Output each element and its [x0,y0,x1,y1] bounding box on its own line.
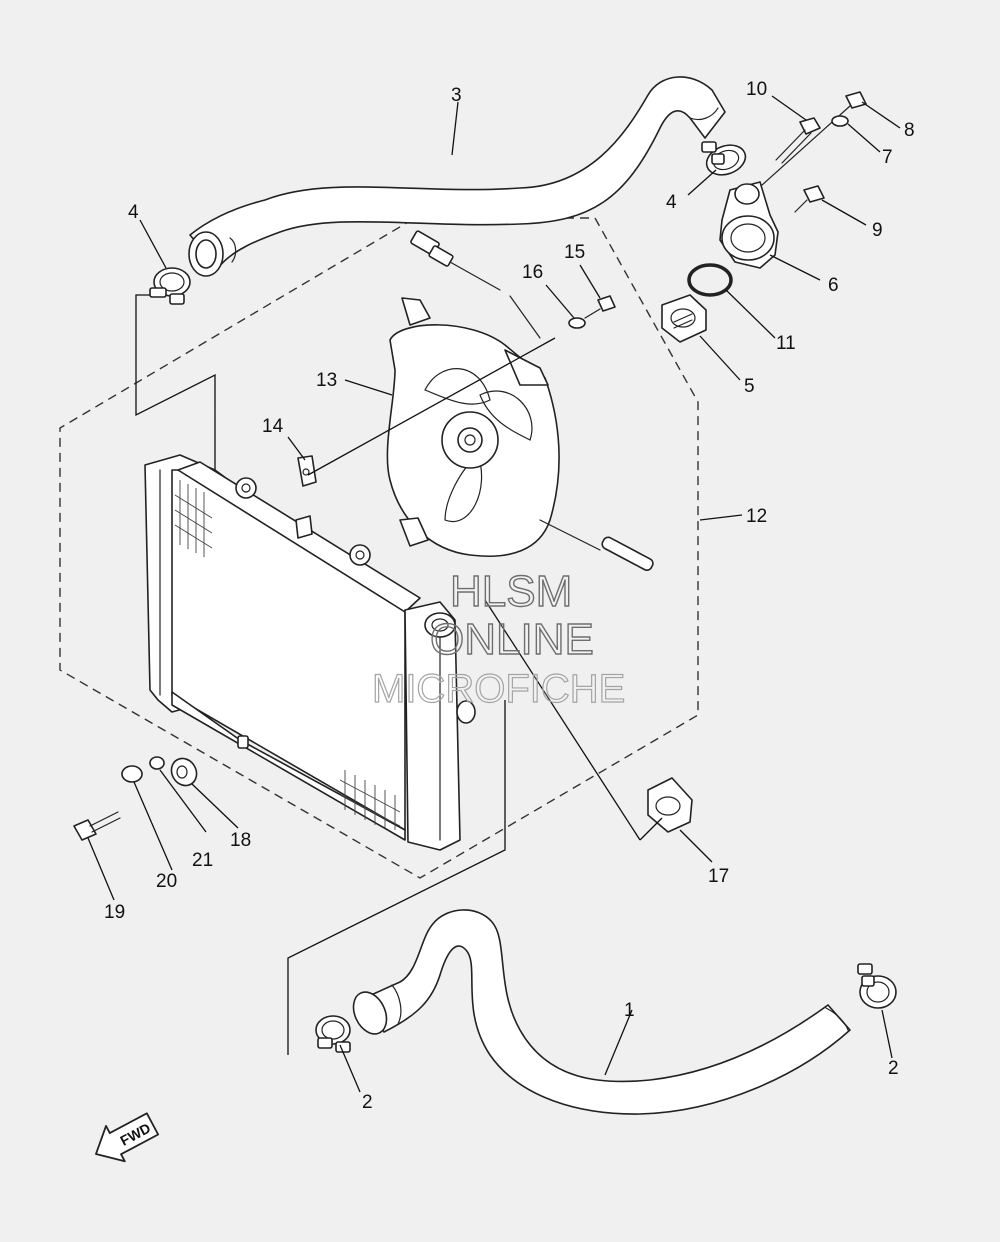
bolt-15 [584,295,616,319]
callout-1: 1 [624,1000,635,1021]
watermark-line-1: HLSM [450,567,572,616]
fan-clip-14 [297,455,317,487]
callout-14: 14 [262,416,284,437]
callout-7: 7 [882,147,893,168]
callout-3: 3 [451,85,462,106]
upper-radiator-hose [188,76,726,277]
callout-21: 21 [192,850,213,871]
callout-4-right: 4 [666,192,677,213]
radiator-cap [647,777,693,833]
collar-21 [149,756,165,770]
lower-radiator-hose [352,909,851,1115]
callout-16: 16 [522,262,543,283]
washer-7 [831,115,849,127]
bolt-10 [775,117,821,164]
hose-clamp-lower-left [315,1015,351,1053]
callout-11: 11 [776,333,796,354]
watermark-line-3: MICROFICHE [372,667,625,711]
leader-lines [87,95,901,1093]
grommet-18 [170,757,198,787]
leader-bracket-upper [135,294,216,470]
callout-10: 10 [746,79,767,100]
callout-4-left: 4 [128,202,139,223]
thermostat [661,294,707,343]
breather-tube [539,519,654,572]
hose-clamp-lower-right [857,963,897,1009]
fan-wiring [410,230,541,339]
hose-clamp-upper-right [701,141,747,176]
washer-20 [121,765,143,783]
callout-13: 13 [316,370,337,391]
callout-labels: 1 2 2 3 4 4 5 6 7 8 9 10 11 12 13 14 15 … [104,79,915,1113]
bolt-8 [761,91,867,186]
watermark-line-2: ONLINE [430,615,594,664]
fan-motor-assembly [386,297,560,558]
o-ring [687,263,733,297]
bolt-19 [73,811,121,841]
callout-9: 9 [872,220,883,241]
washer-16 [568,317,586,329]
callout-19: 19 [104,902,125,923]
hose-clamp-upper-left [149,267,191,305]
watermark: HLSM ONLINE MICROFICHE [371,566,626,711]
thermostat-cover [719,181,779,269]
leader-bracket-lower [287,700,506,1055]
callout-2-left: 2 [362,1092,373,1113]
bolt-9 [794,185,825,213]
callout-2-right: 2 [888,1058,899,1079]
radiator-assembly [144,454,476,851]
callout-18: 18 [230,830,251,851]
fan-assembly-boundary [59,217,699,879]
callout-8: 8 [904,120,915,141]
callout-17: 17 [708,866,729,887]
fwd-arrow-icon: FWD [95,1112,160,1163]
callout-15: 15 [564,242,585,263]
callout-5: 5 [744,376,755,397]
callout-6: 6 [828,275,839,296]
callout-12: 12 [746,506,767,527]
callout-20: 20 [156,871,177,892]
